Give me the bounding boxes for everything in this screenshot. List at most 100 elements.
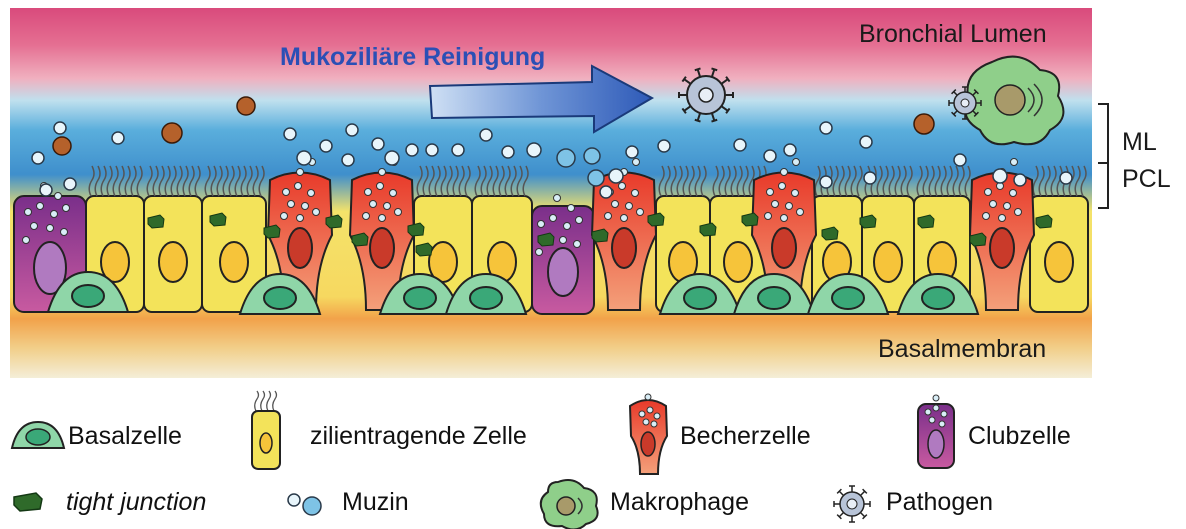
mucin-granule: [576, 217, 583, 224]
legend-basal-cell: Basalzelle: [68, 422, 182, 451]
mucin-particle: [626, 146, 638, 158]
tight-junction: [352, 233, 368, 246]
mucin-granule: [281, 213, 288, 220]
tight-junction: [264, 225, 280, 238]
tight-junction: [648, 213, 664, 226]
mucin-particle: [609, 169, 623, 183]
mucin-granule: [550, 215, 557, 222]
mucin-particle: [32, 152, 44, 164]
pathogen-spike: [839, 491, 843, 495]
mucin-granule: [23, 237, 30, 244]
mucin-particle: [784, 144, 796, 156]
mucin-particle: [284, 128, 296, 140]
mucin-granule: [61, 229, 68, 236]
mucin-granule: [792, 190, 799, 197]
mucin-granule: [767, 189, 774, 196]
legend-macrophage: Makrophage: [610, 488, 749, 517]
club-cell-icon: [918, 395, 954, 468]
particle: [914, 114, 934, 134]
mucin-granule: [47, 225, 54, 232]
particle: [237, 97, 255, 115]
mucin-granule: [390, 190, 397, 197]
tight-junction: [700, 223, 716, 236]
pathogen-spike: [860, 512, 864, 516]
mucin-granule: [568, 205, 575, 212]
mucin-granule: [999, 215, 1006, 222]
mucin-particle: [426, 144, 438, 156]
mucin-granule: [797, 209, 804, 216]
mucin-granule: [626, 203, 633, 210]
pathogen-spike: [860, 491, 864, 495]
mucin-granule: [313, 209, 320, 216]
ml-label: ML: [1122, 128, 1157, 157]
mucin-particle: [342, 154, 354, 166]
mucin-granule: [637, 209, 644, 216]
mucin-particle: [64, 178, 76, 190]
mucin-granule: [302, 203, 309, 210]
ciliated-cell: [144, 196, 202, 312]
mucin-granule: [793, 159, 800, 166]
mucin-particle: [40, 184, 52, 196]
mucin-particle: [820, 122, 832, 134]
mucin-granule: [1004, 203, 1011, 210]
tight-junction: [592, 229, 608, 242]
mucin-granule: [983, 213, 990, 220]
basal-cell-icon: [12, 422, 64, 448]
mucin-granule: [560, 237, 567, 244]
mucin-particle: [860, 136, 872, 148]
mucin-granule: [384, 203, 391, 210]
mucin-granule: [564, 223, 571, 230]
mucin-granule: [55, 193, 62, 200]
mucin-granule: [538, 221, 545, 228]
mucin-particle: [600, 186, 612, 198]
mucin-granule: [363, 213, 370, 220]
legend-tight-junction: tight junction: [66, 488, 206, 517]
macrophage-icon: [541, 480, 598, 529]
tight-junction: [326, 215, 342, 228]
legend-mucin: Muzin: [342, 488, 409, 517]
mucin-granule: [633, 159, 640, 166]
mucin-granule: [574, 241, 581, 248]
ml-pcl-bracket: [1098, 104, 1108, 208]
mucin-particle: [864, 172, 876, 184]
mucin-granule: [990, 201, 997, 208]
pathogen-icon: [834, 486, 870, 522]
mucin-granule: [379, 215, 386, 222]
tight-junction: [742, 213, 758, 226]
mucin-particle: [385, 151, 399, 165]
mucin-granule: [297, 169, 304, 176]
mucin-particle: [1014, 174, 1026, 186]
goblet-cell-icon: [630, 394, 667, 474]
mucin-granule: [295, 183, 302, 190]
tight-junction: [1036, 215, 1052, 228]
mucin-granule: [632, 190, 639, 197]
mucin-particle: [480, 129, 492, 141]
mucin-particle: [112, 132, 124, 144]
mucin-particle: [406, 144, 418, 156]
mucin-particle: [764, 150, 776, 162]
mucin-particle: [588, 170, 604, 186]
lumen-label: Bronchial Lumen: [859, 20, 1047, 49]
legend-club-cell: Clubzelle: [968, 422, 1071, 451]
mucin-particle: [820, 176, 832, 188]
mucin-granule: [288, 201, 295, 208]
mucin-granule: [605, 213, 612, 220]
tight-junction: [860, 215, 876, 228]
particle: [53, 137, 71, 155]
mucin-granule: [365, 189, 372, 196]
legend-goblet-cell: Becherzelle: [680, 422, 811, 451]
mucin-granule: [31, 223, 38, 230]
mucin-granule: [51, 211, 58, 218]
mucin-granule: [25, 209, 32, 216]
basal-membrane-label: Basalmembran: [878, 335, 1046, 364]
tight-junction: [408, 223, 424, 236]
tight-junction: [538, 233, 554, 246]
mucin-particle: [372, 138, 384, 150]
clearance-label: Mukoziliäre Reinigung: [280, 43, 545, 72]
mucin-granule: [779, 183, 786, 190]
mucin-particle: [658, 140, 670, 152]
mucin-granule: [621, 215, 628, 222]
mucin-granule: [370, 201, 377, 208]
mucin-granule: [379, 169, 386, 176]
tight-junction: [822, 227, 838, 240]
